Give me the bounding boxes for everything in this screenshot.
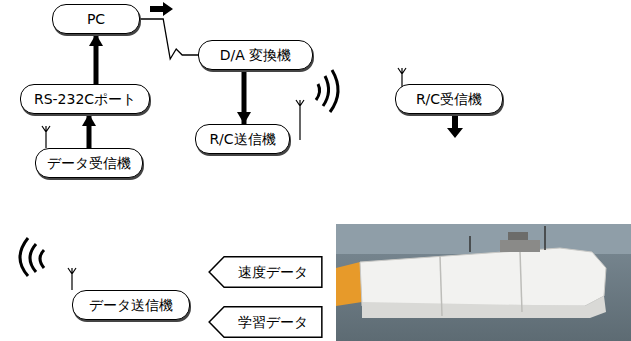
node-label: D/A 変換機 bbox=[220, 47, 292, 64]
node-label: 学習データ bbox=[238, 314, 308, 331]
radio-waves bbox=[316, 70, 338, 112]
flow-connector bbox=[87, 114, 92, 148]
node-label: 速度データ bbox=[238, 264, 308, 281]
node-label: RS-232Cポート bbox=[34, 91, 136, 108]
flow-arrow bbox=[150, 2, 173, 16]
process-box: R/C受信機 bbox=[395, 84, 503, 114]
node-label: データ受信機 bbox=[47, 155, 131, 172]
flow-connector bbox=[242, 70, 247, 124]
node-label: R/C送信機 bbox=[209, 131, 275, 148]
process-box: RS-232Cポート bbox=[20, 84, 150, 114]
flow-connector bbox=[140, 19, 198, 59]
data-arrow: 速度データ bbox=[208, 256, 323, 288]
boat-photo bbox=[336, 224, 631, 341]
process-box: PC bbox=[52, 4, 140, 34]
process-box: D/A 変換機 bbox=[198, 40, 313, 70]
process-box: R/C送信機 bbox=[195, 124, 290, 154]
data-arrow: 学習データ bbox=[208, 306, 323, 338]
node-label: R/C受信機 bbox=[416, 91, 482, 108]
radio-waves bbox=[20, 238, 44, 276]
flow-connector bbox=[94, 34, 99, 84]
node-label: データ送信機 bbox=[89, 297, 173, 314]
process-box: データ送信機 bbox=[72, 290, 190, 320]
process-box: データ受信機 bbox=[35, 148, 143, 178]
flow-arrow bbox=[447, 116, 463, 138]
node-label: PC bbox=[87, 11, 105, 28]
